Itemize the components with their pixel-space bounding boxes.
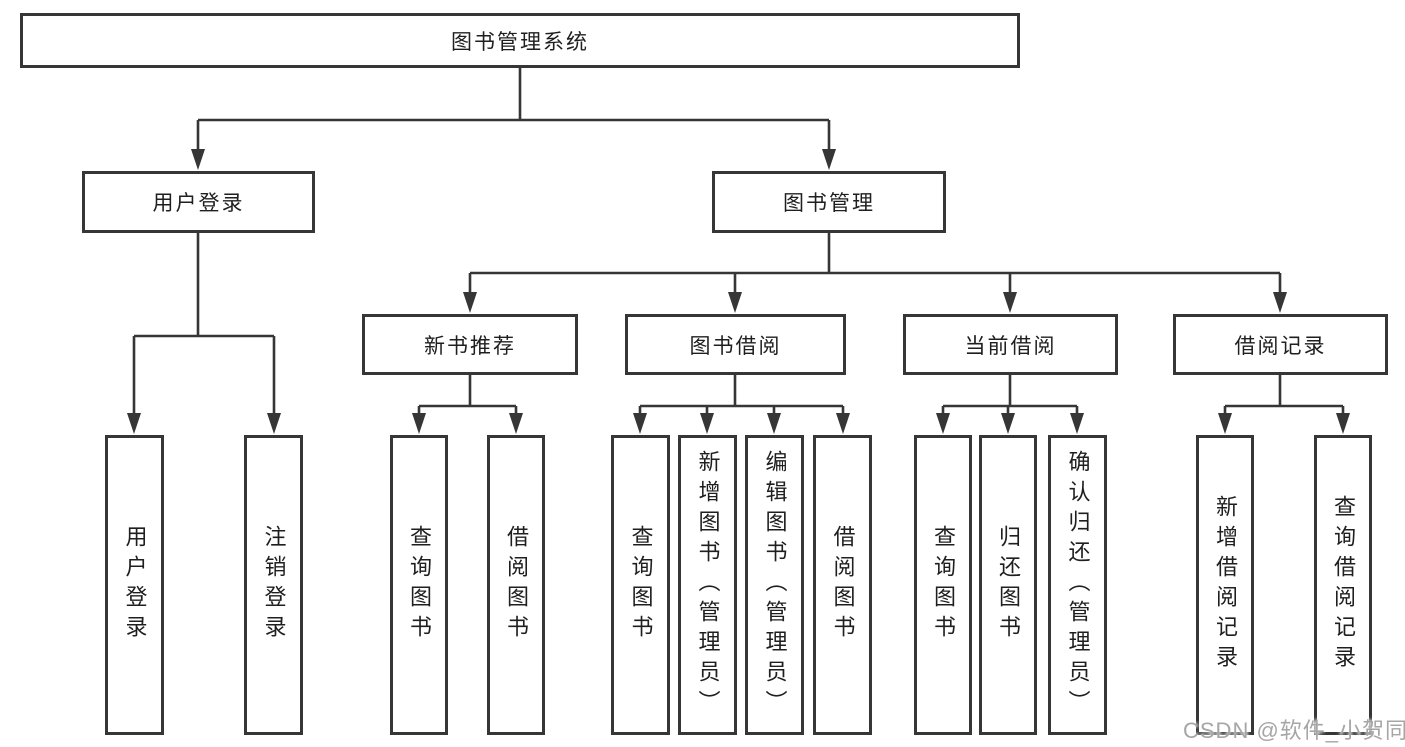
leaf-query-books-recommend: 查询图书 [390,435,448,735]
node-label: 新书推荐 [424,334,516,358]
node-label: 用户登录 [152,192,245,215]
node-root-library-management-system: 图书管理系统 [20,13,1020,68]
node-label: 借阅图书 [504,525,529,645]
arrow-down-icon [767,413,781,434]
connector-borrowing-children [638,375,845,415]
arrow-down-icon [1001,413,1015,434]
connector-root-to-level2 [196,68,831,151]
node-label: 查询借阅记录 [1331,495,1356,675]
node-label: 借阅图书 [830,525,856,645]
connector-current-children [941,375,1079,415]
node-label: 新增借阅记录 [1213,495,1238,675]
leaf-borrow-books-recommend: 借阅图书 [487,435,545,735]
node-label: 新增图书（管理员） [695,450,721,720]
arrow-down-icon [936,413,950,434]
node-label: 归还图书 [996,525,1021,645]
arrow-down-icon [700,413,714,434]
node-label: 查询图书 [931,525,956,645]
leaf-confirm-return-admin: 确认归还（管理员） [1048,435,1107,735]
node-label: 图书管理系统 [451,30,589,54]
leaf-logout: 注销登录 [244,435,303,735]
arrow-down-icon [1070,413,1084,434]
node-label: 注销登录 [261,525,287,645]
arrowheads [127,149,1350,434]
leaf-add-books-admin: 新增图书（管理员） [678,435,737,735]
node-label: 当前借阅 [964,334,1057,358]
leaf-query-borrow-record: 查询借阅记录 [1314,435,1372,735]
arrow-down-icon [728,292,742,313]
leaf-return-books: 归还图书 [979,435,1037,735]
leaf-user-login: 用户登录 [105,435,164,735]
node-label: 查询图书 [628,525,654,645]
node-label: 图书管理 [783,192,875,215]
arrow-down-icon [1003,292,1017,313]
arrow-down-icon [267,413,281,434]
connector-user-login-children [132,233,276,415]
node-label: 查询图书 [407,525,432,645]
arrow-down-icon [463,292,477,313]
watermark: CSDN @软件_小贺同学 [1183,718,1405,743]
leaf-edit-books-admin: 编辑图书（管理员） [745,435,804,735]
node-label: 编辑图书（管理员） [762,450,788,720]
node-label: 图书借阅 [689,334,782,358]
node-book-management: 图书管理 [712,171,946,233]
connector-book-management-children [468,233,1282,294]
arrow-down-icon [509,413,523,434]
arrow-down-icon [1336,413,1350,434]
connector-recommendation-children [417,375,518,415]
arrow-down-icon [822,149,836,170]
node-current-borrowing: 当前借阅 [903,314,1118,375]
connector-records-children [1223,375,1345,415]
leaf-borrow-books-borrow: 借阅图书 [813,435,872,735]
node-book-borrowing: 图书借阅 [625,314,846,375]
arrow-down-icon [1218,413,1232,434]
arrow-down-icon [191,149,205,170]
arrow-down-icon [1273,292,1287,313]
node-label: 用户登录 [122,525,148,645]
node-new-book-recommendation: 新书推荐 [362,314,578,375]
arrow-down-icon [836,413,850,434]
arrow-down-icon [127,413,141,434]
leaf-query-books-current: 查询图书 [914,435,972,735]
node-borrowing-records: 借阅记录 [1173,314,1388,375]
node-user-login: 用户登录 [82,171,315,233]
leaf-add-borrow-record: 新增借阅记录 [1196,435,1254,735]
arrow-down-icon [412,413,426,434]
node-label: 确认归还（管理员） [1065,450,1091,720]
leaf-query-books-borrow: 查询图书 [611,435,670,735]
arrow-down-icon [633,413,647,434]
node-label: 借阅记录 [1234,334,1327,358]
